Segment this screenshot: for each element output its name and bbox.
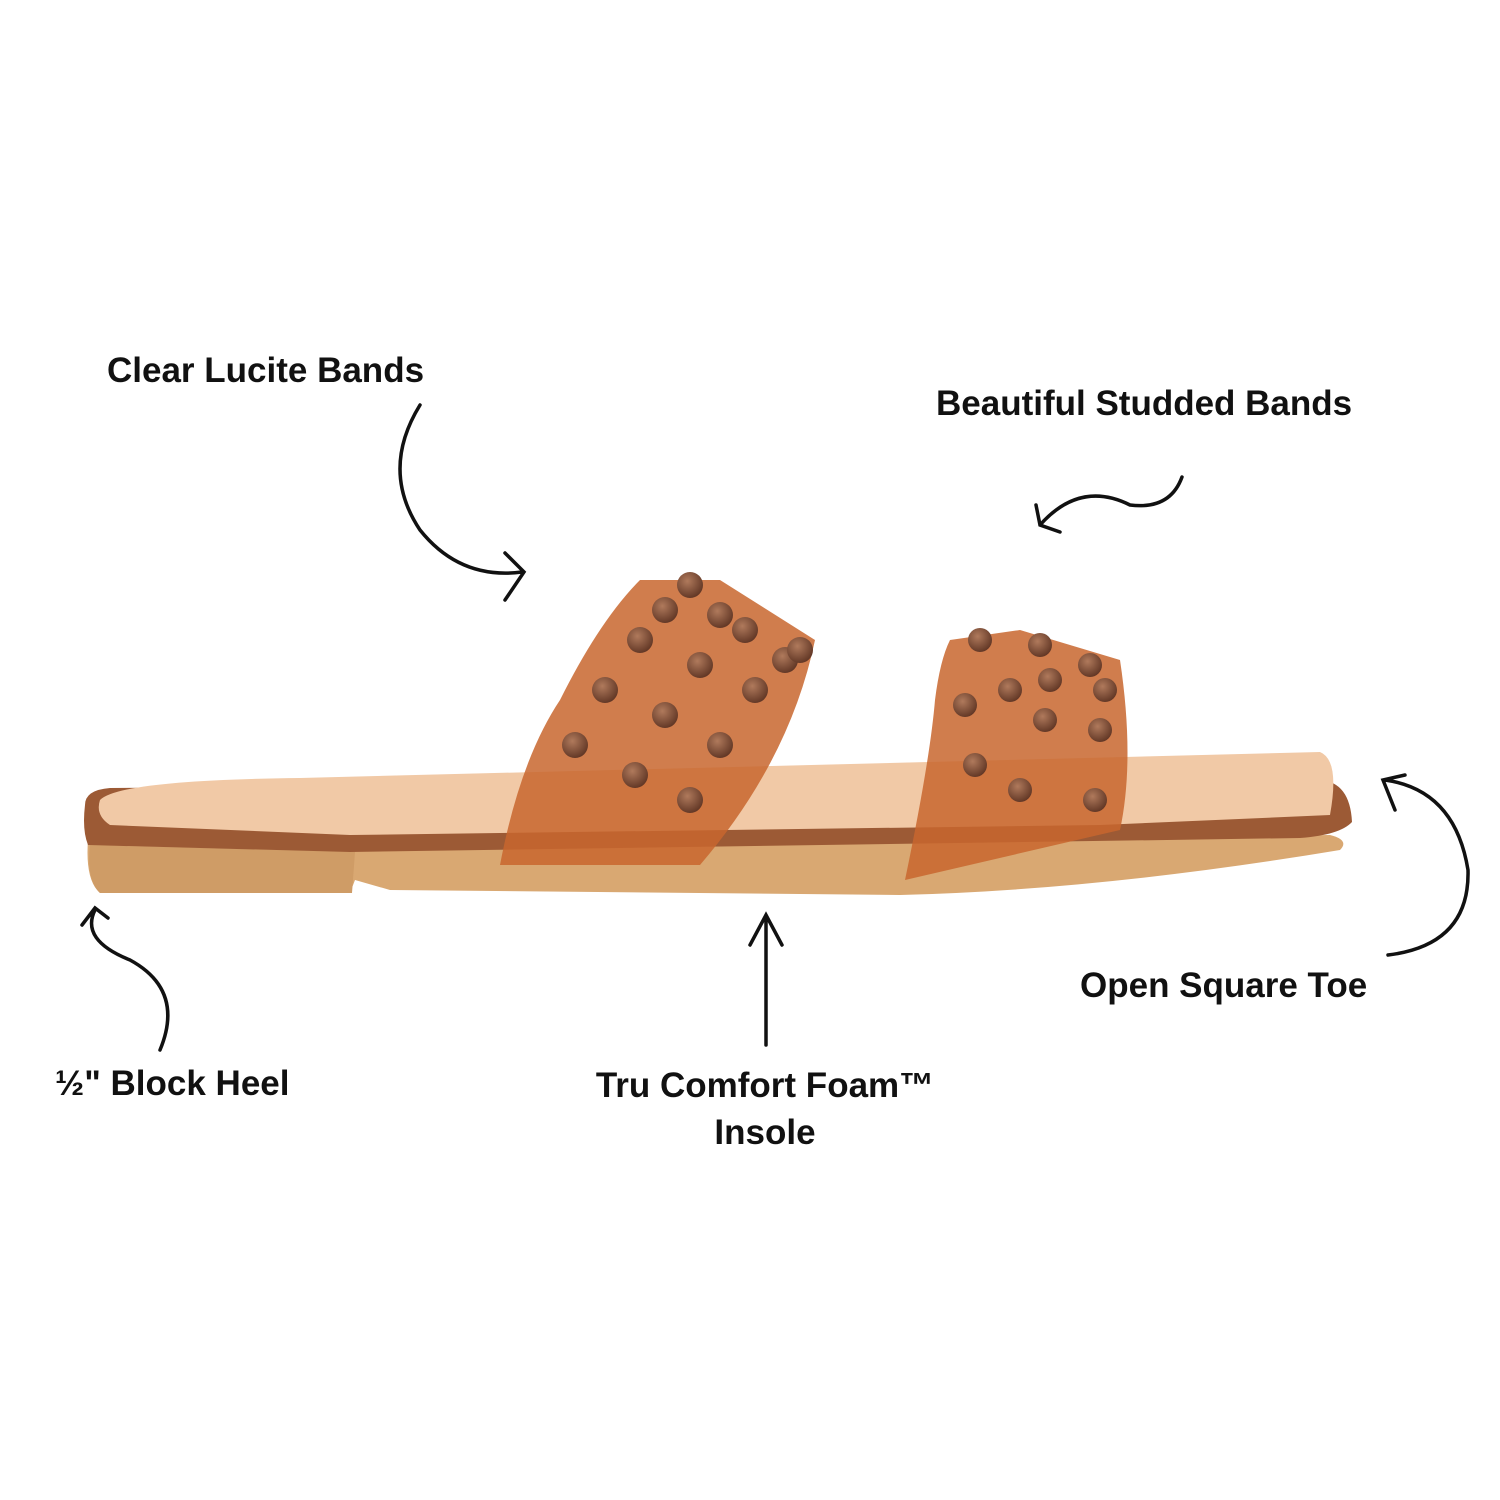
callout-foam-insole: Tru Comfort Foam™ Insole: [565, 1062, 965, 1157]
callout-foam-line1: Tru Comfort Foam™: [595, 1066, 935, 1105]
callout-block-heel: ½" Block Heel: [55, 1064, 290, 1103]
arrow-block-heel: [80, 905, 170, 1052]
callout-open-square-toe: Open Square Toe: [1080, 966, 1368, 1005]
front-band: [905, 630, 1128, 880]
arrow-studded: [1034, 475, 1184, 534]
callout-clear-lucite-bands: Clear Lucite Bands: [107, 351, 425, 390]
callout-foam-line2: Insole: [714, 1113, 816, 1153]
heel-block: [89, 845, 355, 893]
studs: [562, 572, 1117, 813]
arrow-clear-lucite: [398, 403, 527, 602]
arrow-foam: [748, 911, 784, 1047]
arrow-square-toe: [1380, 773, 1470, 957]
callout-studded-bands: Beautiful Studded Bands: [936, 384, 1353, 423]
